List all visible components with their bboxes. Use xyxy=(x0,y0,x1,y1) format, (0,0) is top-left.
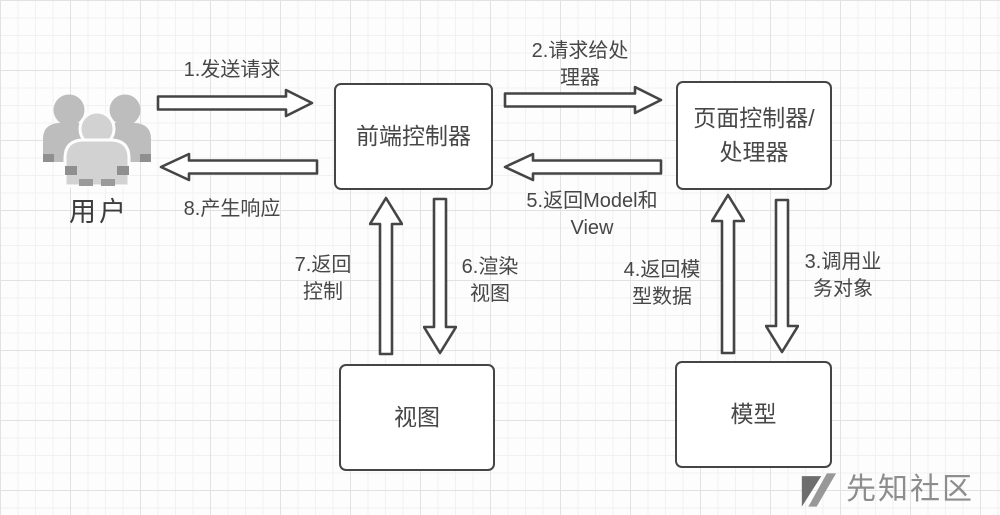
arrow-4-return-model-data xyxy=(711,193,745,355)
arrow-6-label: 6.渲染 视图 xyxy=(461,256,519,305)
xianzhi-logo-icon xyxy=(801,473,837,507)
watermark-text: 先知社区 xyxy=(846,473,974,506)
arrow-2-request-to-handler xyxy=(503,85,663,115)
arrow-8-label: 8.产生响应 xyxy=(183,198,281,220)
arrow-7-return-control xyxy=(369,196,403,356)
arrow-2-label: 2.请求给处 理器 xyxy=(531,40,629,89)
arrow-7-label: 7.返回 控制 xyxy=(294,254,352,303)
node-page-controller: 页面控制器/ 处理器 xyxy=(676,81,832,190)
node-front-controller: 前端控制器 xyxy=(334,83,493,190)
arrow-3-label: 3.调用业 务对象 xyxy=(804,251,882,300)
node-view: 视图 xyxy=(339,364,495,471)
arrow-3-call-business-object xyxy=(765,198,799,354)
arrow-8-produce-response xyxy=(159,152,319,182)
arrow-4-label: 4.返回模 型数据 xyxy=(623,259,701,308)
person-front-icon xyxy=(63,110,131,188)
arrow-1-send-request xyxy=(156,88,314,118)
arrow-6-render-view xyxy=(423,197,457,355)
users-group-icon xyxy=(43,94,151,188)
arrow-1-label: 1.发送请求 xyxy=(183,59,281,81)
node-user-label: 用户 xyxy=(69,197,129,227)
arrow-5-return-model-and-view xyxy=(503,152,663,182)
watermark: 先知社区 xyxy=(800,470,974,510)
node-model: 模型 xyxy=(675,361,832,468)
arrow-5-label: 5.返回Model和 View xyxy=(526,190,658,239)
